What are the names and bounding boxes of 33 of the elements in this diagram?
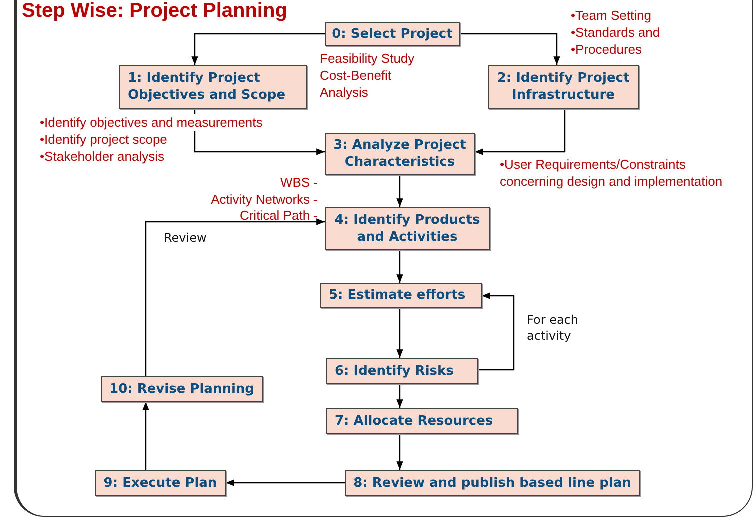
arrow <box>194 109 325 156</box>
process-box: 2: Identify Project Infrastructure <box>488 65 639 109</box>
arrow <box>192 33 325 65</box>
arrow <box>145 218 325 376</box>
arrow <box>478 292 515 371</box>
process-box: 7: Allocate Resources <box>326 408 518 434</box>
slide-title: Step Wise: Project Planning <box>22 0 288 22</box>
arrow <box>396 308 404 358</box>
arrow <box>460 33 560 65</box>
annotation-text: •Identify objectives and measurements <box>40 114 263 131</box>
arrow <box>396 434 404 470</box>
process-box: 4: Identify Products and Activities <box>325 207 490 250</box>
annotation-text: WBS - <box>279 174 318 191</box>
process-box: 9: Execute Plan <box>95 470 226 496</box>
arrow <box>142 402 150 470</box>
annotation-text: Critical Path - <box>238 207 318 224</box>
annotation-text: •User Requirements/Constraints concerning design and implementation <box>500 156 724 190</box>
arrow <box>396 250 404 283</box>
process-box: 3: Analyze Project Characteristics <box>325 133 475 175</box>
arrow <box>226 480 345 486</box>
process-box: 5: Estimate efforts <box>320 283 482 308</box>
edge-label: Review <box>164 230 208 246</box>
annotation-text: Cost-Benefit Analysis <box>320 67 393 101</box>
process-box: 10: Revise Planning <box>101 376 263 402</box>
edge-label: For each activity <box>527 312 580 344</box>
annotation-text: Activity Networks - <box>210 191 318 208</box>
arrow <box>475 109 566 156</box>
process-box: 1: Identify Project Objectives and Scope <box>119 65 307 109</box>
process-box: 6: Identify Risks <box>326 358 478 384</box>
arrow <box>396 384 404 408</box>
arrow <box>396 175 404 207</box>
process-box: 8: Review and publish based line plan <box>345 470 640 496</box>
process-box: 0: Select Project <box>325 22 460 46</box>
